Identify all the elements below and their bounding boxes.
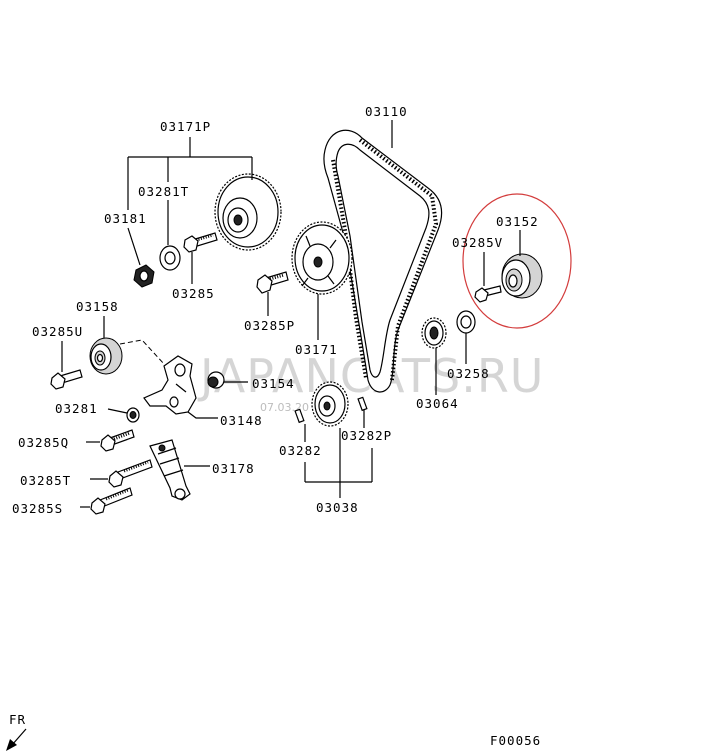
washer-03281[interactable] bbox=[126, 407, 140, 423]
label-03152[interactable]: 03152 bbox=[496, 214, 539, 229]
bolt-03285P[interactable] bbox=[256, 271, 289, 294]
bolt-03285[interactable] bbox=[183, 232, 218, 253]
bolt-03285Q[interactable] bbox=[100, 429, 135, 452]
bolt-03285T[interactable] bbox=[108, 459, 153, 488]
label-03281[interactable]: 03281 bbox=[55, 401, 98, 416]
label-03148[interactable]: 03148 bbox=[220, 413, 263, 428]
label-03285V[interactable]: 03285V bbox=[452, 235, 503, 250]
watermark-date: 07.03.20 bbox=[260, 401, 309, 414]
label-03171P[interactable]: 03171P bbox=[160, 119, 211, 134]
bolt-03285V[interactable] bbox=[474, 285, 502, 303]
timing-belt[interactable] bbox=[323, 129, 443, 393]
label-03285[interactable]: 03285 bbox=[172, 286, 215, 301]
label-03285T[interactable]: 03285T bbox=[20, 473, 71, 488]
idler-pulley-03152[interactable] bbox=[501, 253, 543, 299]
label-03285P[interactable]: 03285P bbox=[244, 318, 295, 333]
label-03282P[interactable]: 03282P bbox=[341, 428, 392, 443]
tensioner-arm-03148[interactable] bbox=[143, 355, 197, 415]
camshaft-sprocket-upper[interactable] bbox=[214, 173, 282, 251]
label-03171[interactable]: 03171 bbox=[295, 342, 338, 357]
label-03110[interactable]: 03110 bbox=[365, 104, 408, 119]
bolt-03285S[interactable] bbox=[90, 487, 133, 515]
label-03285U[interactable]: 03285U bbox=[32, 324, 83, 339]
camshaft-sprocket-lower[interactable] bbox=[291, 221, 353, 295]
label-03181[interactable]: 03181 bbox=[104, 211, 147, 226]
label-03038[interactable]: 03038 bbox=[316, 500, 359, 515]
bolt-03285U[interactable] bbox=[50, 369, 83, 390]
label-03178[interactable]: 03178 bbox=[212, 461, 255, 476]
label-03064[interactable]: 03064 bbox=[416, 396, 459, 411]
highlight-circle bbox=[462, 193, 572, 329]
nut-03181[interactable] bbox=[133, 264, 155, 288]
label-03281T[interactable]: 03281T bbox=[138, 184, 189, 199]
label-03158[interactable]: 03158 bbox=[76, 299, 119, 314]
label-03258[interactable]: 03258 bbox=[447, 366, 490, 381]
crankshaft-pulley[interactable] bbox=[311, 381, 349, 427]
label-03285Q[interactable]: 03285Q bbox=[18, 435, 69, 450]
crankshaft-sprocket-03064[interactable] bbox=[421, 317, 447, 349]
label-03282[interactable]: 03282 bbox=[279, 443, 322, 458]
tensioner-pulley-03158[interactable] bbox=[89, 337, 123, 375]
spacer-03154[interactable] bbox=[207, 371, 225, 389]
label-03154[interactable]: 03154 bbox=[252, 376, 295, 391]
label-03285S[interactable]: 03285S bbox=[12, 501, 63, 516]
washer-03258[interactable] bbox=[456, 310, 476, 334]
orientation-label: FR bbox=[9, 712, 26, 727]
front-arrow-icon bbox=[6, 728, 27, 751]
washer-03281T[interactable] bbox=[159, 245, 181, 271]
auto-tensioner-03178[interactable] bbox=[149, 439, 191, 501]
figure-code: F00056 bbox=[490, 733, 541, 748]
key-03282P[interactable] bbox=[357, 396, 368, 412]
key-03282[interactable] bbox=[294, 408, 305, 424]
